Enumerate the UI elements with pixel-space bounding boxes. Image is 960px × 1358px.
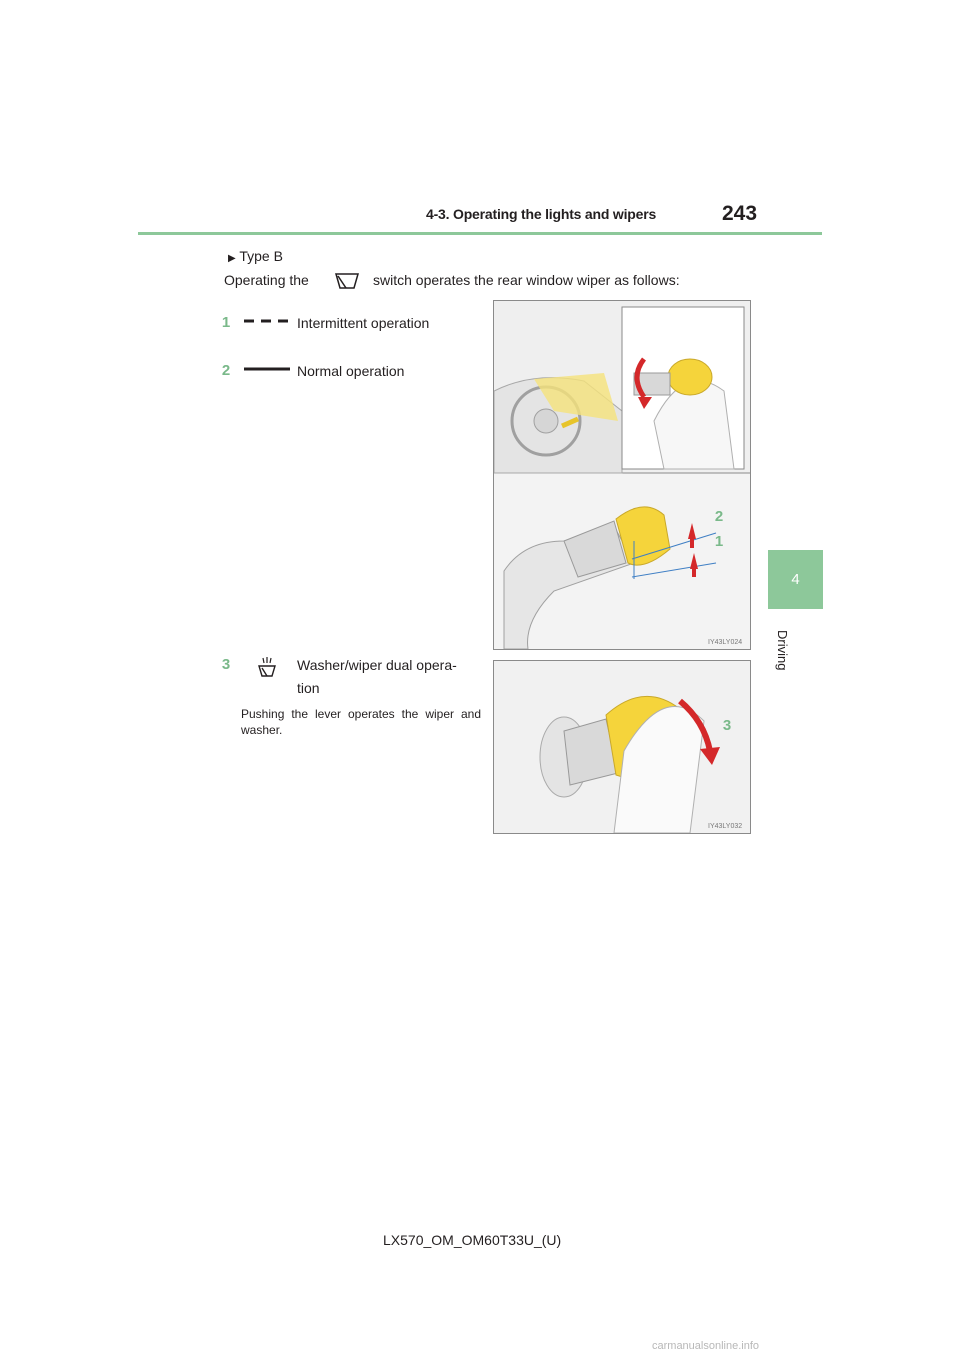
- chapter-label: Driving: [775, 630, 790, 671]
- item-number-3: 3: [221, 656, 231, 673]
- callout-2: 2: [714, 508, 724, 525]
- model-code: LX570_OM_OM60T33U_(U): [383, 1232, 562, 1248]
- page-number: 243: [722, 202, 758, 225]
- washer-description: Pushing the lever operates the wiper and…: [241, 707, 481, 737]
- type-marker: ▶ Type B: [228, 248, 283, 264]
- chapter-tab: 4: [768, 550, 823, 609]
- solid-line-icon: [244, 367, 290, 371]
- washer-lever-illustration: [494, 661, 750, 833]
- figure-rear-wiper-lever: 2 1 IY43LY024: [493, 300, 751, 650]
- intro-text-end: switch operates the rear window wiper as…: [373, 272, 680, 288]
- item-label-normal: Normal operation: [297, 363, 405, 379]
- item-label-washer-line2: tion: [297, 680, 320, 696]
- item-number-2: 2: [221, 362, 231, 379]
- washer-icon: [258, 657, 276, 677]
- item-label-intermittent: Intermittent operation: [297, 315, 430, 331]
- rear-wiper-icon: [335, 273, 359, 289]
- callout-1: 1: [714, 533, 724, 550]
- header-rule: [138, 232, 822, 235]
- section-title: 4-3. Operating the lights and wipers: [426, 206, 657, 222]
- figure-code-2: IY43LY032: [708, 823, 743, 830]
- item-number-1: 1: [221, 314, 231, 331]
- figure-code-1: IY43LY024: [708, 639, 743, 646]
- item-label-washer-line1: Washer/wiper dual opera-: [297, 657, 457, 673]
- watermark: carmanualsonline.info: [652, 1340, 760, 1352]
- figure-washer-lever: 3 IY43LY032: [493, 660, 751, 834]
- type-marker-text: Type B: [239, 248, 283, 264]
- triangle-bullet-icon: ▶: [228, 253, 236, 264]
- intro-text-start: Operating the: [224, 272, 309, 288]
- callout-3: 3: [722, 717, 732, 734]
- dashed-line-icon: [244, 319, 290, 323]
- lever-illustration: [494, 301, 750, 649]
